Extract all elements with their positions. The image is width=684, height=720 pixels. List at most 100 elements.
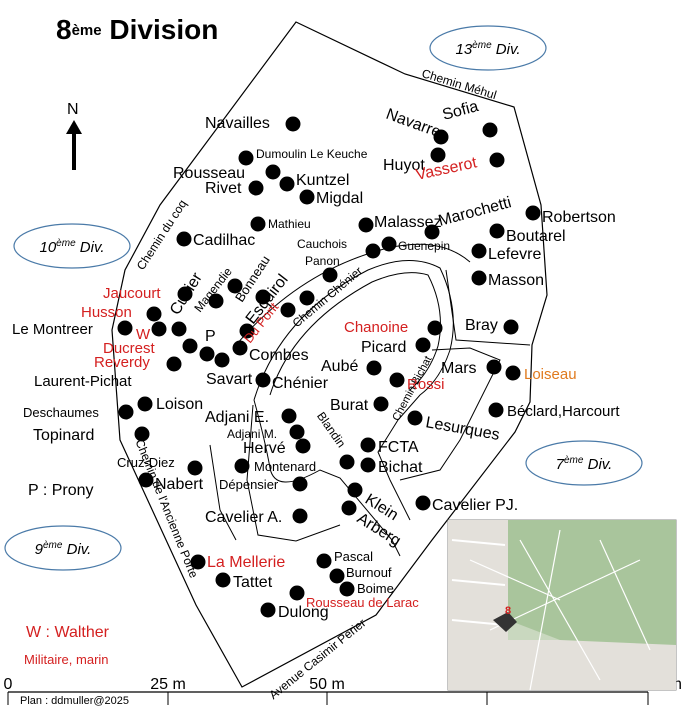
scale-label: 25 m [150,676,186,693]
grave-marker[interactable] [415,495,431,511]
division-d10: 10ème Div. [13,223,131,269]
grave-label: Burat [330,397,369,414]
grave-marker[interactable] [407,410,423,426]
grave-marker[interactable] [255,372,271,388]
grave-label: W [136,326,151,343]
grave-label: Guenepin [398,239,450,253]
grave-marker[interactable] [471,243,487,259]
grave-marker[interactable] [525,205,541,221]
grave-marker[interactable] [151,321,167,337]
grave-marker[interactable] [339,581,355,597]
grave-label: Aubé [321,358,358,375]
grave-marker[interactable] [171,321,187,337]
grave-marker[interactable] [299,189,315,205]
grave-marker[interactable] [471,270,487,286]
grave-marker[interactable] [248,180,264,196]
grave-marker[interactable] [389,372,405,388]
grave-marker[interactable] [166,356,182,372]
grave-label: Loiseau [524,366,577,383]
grave-marker[interactable] [505,365,521,381]
grave-marker[interactable] [176,231,192,247]
grave-marker[interactable] [265,164,281,180]
grave-marker[interactable] [289,424,305,440]
grave-marker[interactable] [281,408,297,424]
grave-label: Ducrest [103,340,156,357]
grave-marker[interactable] [489,152,505,168]
grave-marker[interactable] [341,500,357,516]
inner-loop-inner [269,272,441,396]
division-d9: 9ème Div. [4,525,122,571]
grave-marker[interactable] [360,437,376,453]
grave-label: Adjani E. [205,409,269,426]
grave-marker[interactable] [503,319,519,335]
east-block [445,269,531,346]
legend-militaire: Militaire, marin [24,652,109,667]
grave-marker[interactable] [279,176,295,192]
grave-marker[interactable] [329,568,345,584]
grave-marker[interactable] [373,396,389,412]
grave-marker[interactable] [433,129,449,145]
grave-marker[interactable] [187,460,203,476]
grave-marker[interactable] [486,359,502,375]
grave-marker[interactable] [239,323,255,339]
grave-marker[interactable] [177,286,193,302]
grave-marker[interactable] [381,236,397,252]
grave-label: Navarre [384,106,443,141]
grave-marker[interactable] [234,458,250,474]
grave-marker[interactable] [292,508,308,524]
grave-label: Panon [305,254,340,268]
grave-marker[interactable] [339,454,355,470]
grave-marker[interactable] [137,396,153,412]
grave-marker[interactable] [215,572,231,588]
grave-marker[interactable] [146,306,162,322]
grave-marker[interactable] [366,360,382,376]
grave-marker[interactable] [489,223,505,239]
grave-marker[interactable] [424,224,440,240]
grave-marker[interactable] [138,472,154,488]
grave-marker[interactable] [182,338,198,354]
grave-marker[interactable] [289,585,305,601]
grave-marker[interactable] [430,147,446,163]
grave-label: Le Montreer [12,321,93,338]
grave-marker[interactable] [117,320,133,336]
grave-marker[interactable] [208,293,224,309]
grave-label: Navailles [205,115,270,132]
grave-label: Sofia [441,98,481,124]
grave-marker[interactable] [358,217,374,233]
grave-marker[interactable] [260,602,276,618]
grave-marker[interactable] [365,243,381,259]
grave-marker[interactable] [250,216,266,232]
grave-label: Dumoulin Le Keuche [256,147,368,161]
grave-marker[interactable] [255,289,271,305]
grave-marker[interactable] [199,346,215,362]
grave-marker[interactable] [134,426,150,442]
blandin-path [253,399,401,557]
grave-marker[interactable] [118,404,134,420]
grave-marker[interactable] [299,290,315,306]
grave-marker[interactable] [214,352,230,368]
grave-label: Adjani M. [227,427,277,441]
grave-marker[interactable] [280,302,296,318]
grave-marker[interactable] [238,150,254,166]
scale-label: 0 [4,676,13,693]
grave-marker[interactable] [482,122,498,138]
grave-marker[interactable] [360,457,376,473]
south-block [246,404,341,542]
grave-marker[interactable] [427,320,443,336]
grave-marker[interactable] [415,337,431,353]
grave-marker[interactable] [347,482,363,498]
grave-marker[interactable] [292,476,308,492]
grave-marker[interactable] [285,116,301,132]
grave-marker[interactable] [488,402,504,418]
inset-map: 8 [447,519,677,691]
grave-marker[interactable] [322,267,338,283]
grave-marker[interactable] [316,553,332,569]
grave-label: Laurent-Pichat [34,373,132,390]
grave-marker[interactable] [190,554,206,570]
division-label: 13ème Div. [455,40,520,58]
grave-label: Deschaumes [23,405,99,420]
grave-marker[interactable] [232,340,248,356]
grave-label: Savart [206,371,253,388]
grave-marker[interactable] [227,278,243,294]
grave-marker[interactable] [295,438,311,454]
